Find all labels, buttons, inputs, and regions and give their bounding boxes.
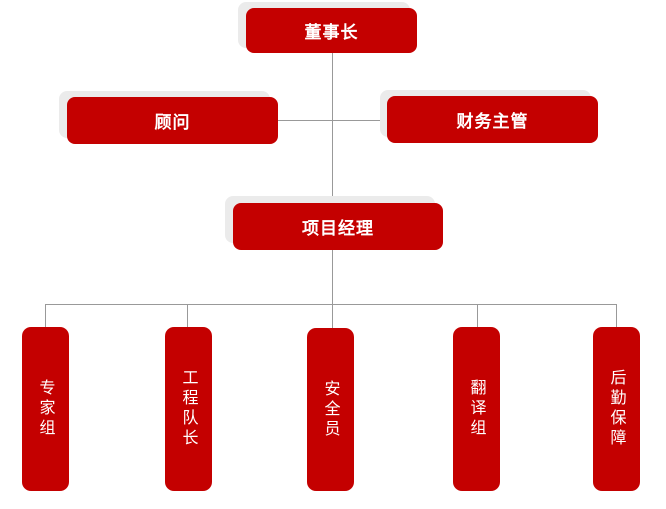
connector-chairman-to-pm — [332, 53, 333, 203]
connector-pm-to-bus — [332, 250, 333, 305]
finance-supervisor-node: 财务主管 — [387, 96, 598, 143]
team-label: 工程队长 — [179, 369, 199, 449]
team-node-safety-officer: 安全员 — [307, 328, 354, 491]
connector-team-4 — [477, 304, 478, 328]
advisor-node: 顾问 — [67, 97, 278, 144]
team-node-logistics: 后勤保障 — [593, 327, 640, 491]
finance-supervisor-label: 财务主管 — [456, 112, 529, 132]
connector-team-3 — [332, 304, 333, 328]
project-manager-node: 项目经理 — [233, 203, 443, 250]
team-node-expert-group: 专家组 — [22, 327, 69, 491]
chairman-node: 董事长 — [246, 8, 417, 53]
connector-team-5 — [616, 304, 617, 328]
team-node-translation-group: 翻译组 — [453, 327, 500, 491]
advisor-label: 顾问 — [154, 113, 191, 133]
team-label: 翻译组 — [467, 379, 487, 439]
connector-team-bus — [45, 304, 617, 305]
connector-team-1 — [45, 304, 46, 327]
team-label: 后勤保障 — [607, 369, 627, 449]
team-label: 专家组 — [36, 379, 56, 439]
chairman-label: 董事长 — [304, 23, 359, 43]
team-node-engineering-lead: 工程队长 — [165, 327, 212, 491]
team-label: 安全员 — [321, 379, 341, 440]
connector-advisor-finance — [278, 120, 387, 121]
project-manager-label: 项目经理 — [302, 219, 374, 239]
connector-team-2 — [187, 304, 188, 327]
